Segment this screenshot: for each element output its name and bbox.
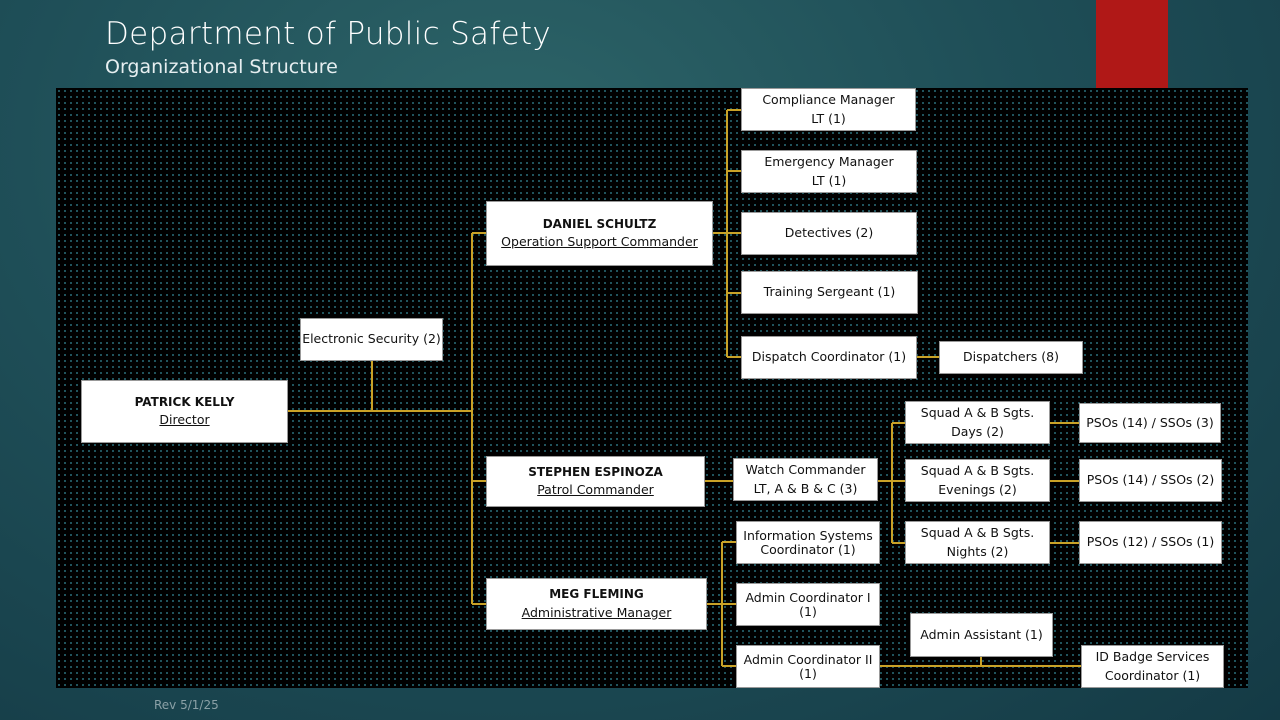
patrol-commander-box[interactable]: STEPHEN ESPINOZA Patrol Commander bbox=[486, 456, 705, 507]
electronic-security-box[interactable]: Electronic Security (2) bbox=[300, 318, 443, 361]
admin-role: Administrative Manager bbox=[521, 604, 672, 620]
admin2-count: (1) bbox=[799, 665, 817, 681]
squad-nights-box[interactable]: Squad A & B Sgts. Nights (2) bbox=[905, 521, 1050, 564]
pso-nights-label: PSOs (12) / SSOs (1) bbox=[1086, 534, 1215, 550]
watch-count: LT, A & B & C (3) bbox=[753, 480, 858, 496]
emergency-count: LT (1) bbox=[811, 172, 847, 188]
badge-title: ID Badge Services bbox=[1095, 649, 1210, 665]
admin-coordinator-2-box[interactable]: Admin Coordinator II(1) bbox=[736, 645, 880, 688]
ops-role: Operation Support Commander bbox=[501, 234, 698, 250]
squad-days-box[interactable]: Squad A & B Sgts. Days (2) bbox=[905, 401, 1050, 444]
pso-days-box[interactable]: PSOs (14) / SSOs (3) bbox=[1079, 403, 1221, 443]
badge-count: Coordinator (1) bbox=[1104, 667, 1201, 683]
admin1-title: Admin Coordinator I bbox=[745, 589, 871, 605]
dispatch-box[interactable]: Dispatch Coordinator (1) bbox=[741, 336, 917, 379]
admin-coordinator-1-box[interactable]: Admin Coordinator I(1) bbox=[736, 583, 880, 626]
squad-days-title: Squad A & B Sgts. bbox=[920, 405, 1035, 421]
squad-evenings-count: Evenings (2) bbox=[938, 481, 1017, 497]
patrol-name: STEPHEN ESPINOZA bbox=[528, 464, 663, 479]
patrol-role: Patrol Commander bbox=[537, 482, 654, 498]
page-title: Department of Public Safety bbox=[105, 16, 552, 52]
pso-evenings-box[interactable]: PSOs (14) / SSOs (2) bbox=[1079, 459, 1222, 502]
admin-name: MEG FLEMING bbox=[549, 587, 644, 602]
dispatchers-label: Dispatchers (8) bbox=[963, 349, 1059, 365]
detectives-label: Detectives (2) bbox=[784, 225, 874, 241]
dispatchers-box[interactable]: Dispatchers (8) bbox=[939, 341, 1083, 374]
director-role: Director bbox=[159, 412, 210, 428]
infosys-count: Coordinator (1) bbox=[760, 541, 856, 557]
admin-manager-box[interactable]: MEG FLEMING Administrative Manager bbox=[486, 578, 707, 630]
compliance-count: LT (1) bbox=[811, 110, 846, 126]
admin-assistant-label: Admin Assistant (1) bbox=[920, 626, 1043, 642]
dispatch-label: Dispatch Coordinator (1) bbox=[751, 349, 907, 365]
emergency-box[interactable]: Emergency Manager LT (1) bbox=[741, 150, 917, 193]
electronic-security-label: Electronic Security (2) bbox=[302, 331, 441, 347]
squad-nights-title: Squad A & B Sgts. bbox=[920, 525, 1035, 541]
compliance-title: Compliance Manager bbox=[762, 92, 895, 108]
ops-name: DANIEL SCHULTZ bbox=[542, 216, 657, 231]
admin-assistant-box[interactable]: Admin Assistant (1) bbox=[910, 613, 1053, 657]
squad-evenings-title: Squad A & B Sgts. bbox=[920, 463, 1035, 479]
training-label: Training Sergeant (1) bbox=[763, 284, 896, 300]
admin2-title: Admin Coordinator II bbox=[743, 651, 873, 667]
detectives-box[interactable]: Detectives (2) bbox=[741, 212, 917, 255]
revision-date: Rev 5/1/25 bbox=[154, 698, 219, 712]
admin1-count: (1) bbox=[799, 603, 817, 619]
pso-nights-box[interactable]: PSOs (12) / SSOs (1) bbox=[1079, 521, 1222, 564]
pso-days-label: PSOs (14) / SSOs (3) bbox=[1086, 414, 1214, 430]
squad-days-count: Days (2) bbox=[951, 423, 1004, 439]
squad-evenings-box[interactable]: Squad A & B Sgts. Evenings (2) bbox=[905, 459, 1050, 502]
accent-block bbox=[1096, 0, 1168, 88]
director-box[interactable]: PATRICK KELLY Director bbox=[81, 380, 288, 443]
squad-nights-count: Nights (2) bbox=[946, 543, 1009, 559]
pso-evenings-label: PSOs (14) / SSOs (2) bbox=[1086, 472, 1215, 488]
director-name: PATRICK KELLY bbox=[134, 394, 235, 409]
training-box[interactable]: Training Sergeant (1) bbox=[741, 271, 918, 314]
page-subtitle: Organizational Structure bbox=[105, 56, 338, 78]
infosys-title: Information Systems bbox=[743, 527, 873, 543]
watch-title: Watch Commander bbox=[745, 462, 866, 478]
emergency-title: Emergency Manager bbox=[764, 154, 894, 170]
compliance-box[interactable]: Compliance Manager LT (1) bbox=[741, 88, 916, 131]
ops-commander-box[interactable]: DANIEL SCHULTZ Operation Support Command… bbox=[486, 201, 713, 266]
